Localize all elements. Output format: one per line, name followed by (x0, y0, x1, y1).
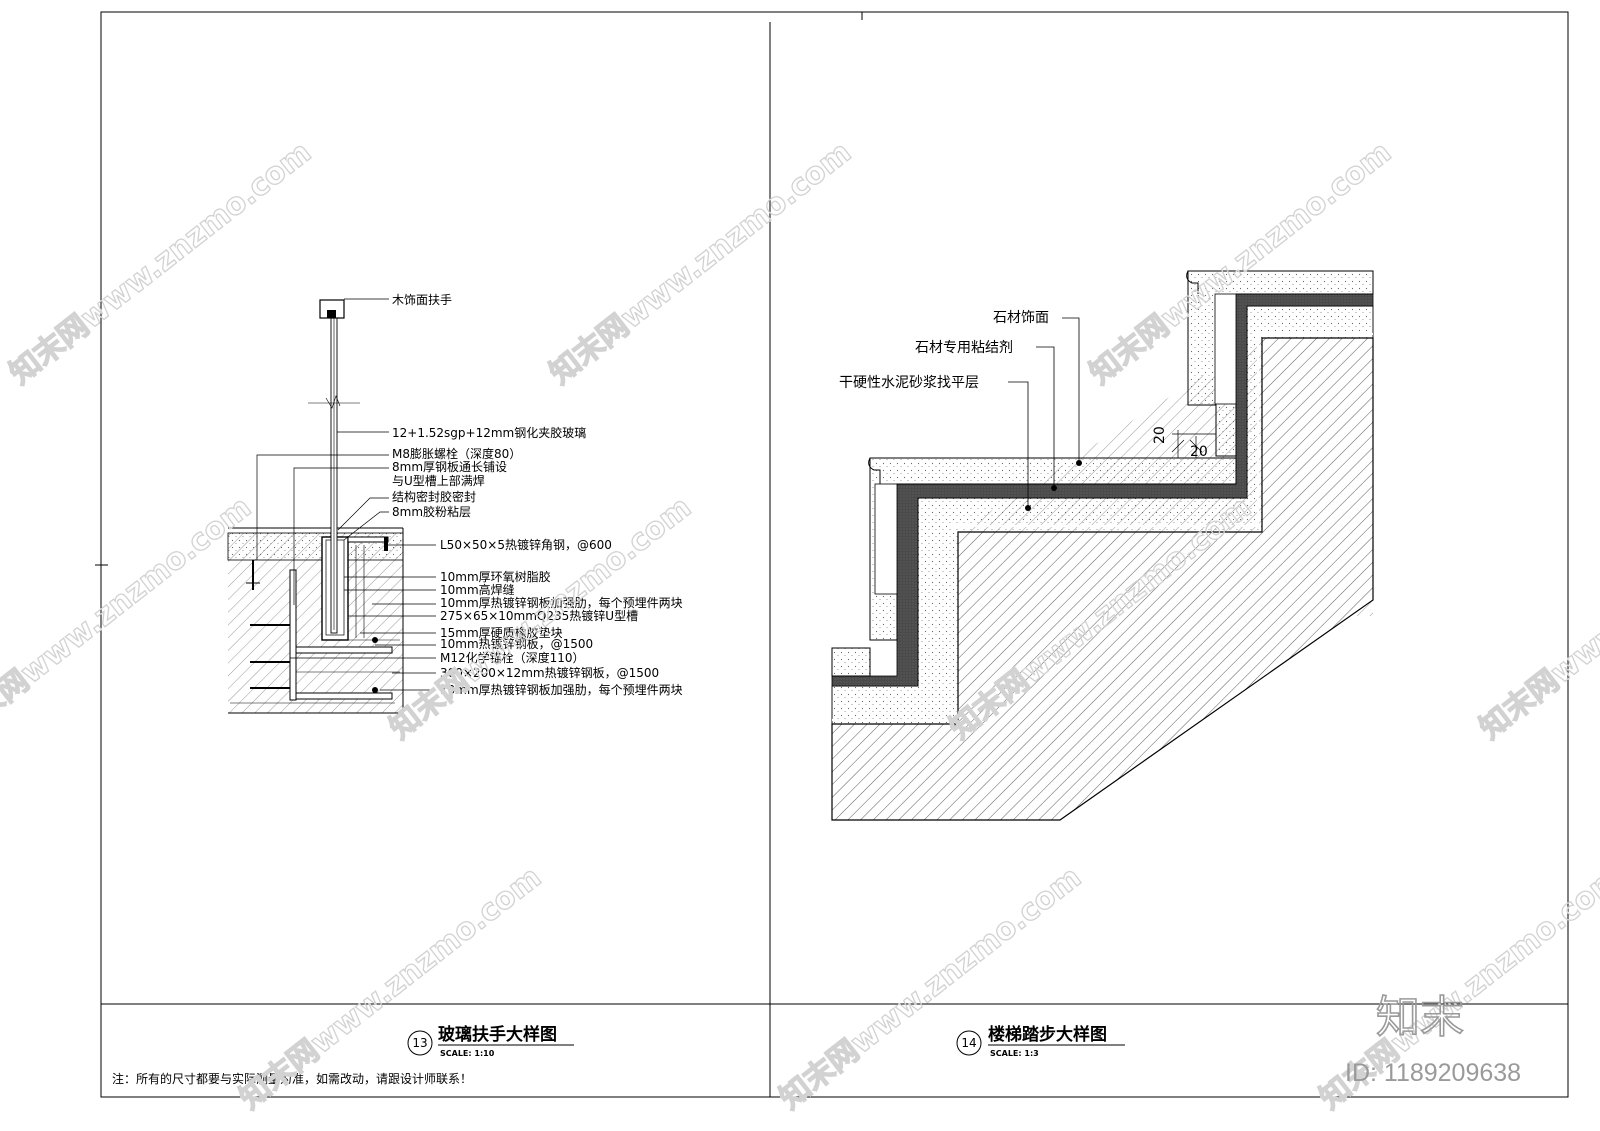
label-wood-handrail: 木饰面扶手 (392, 292, 452, 307)
label-weld: 10mm高焊缝 (440, 582, 515, 597)
title-block-13: 13 玻璃扶手大样图 SCALE: 1:10 (407, 1024, 574, 1058)
title-block-14: 14 楼梯踏步大样图 SCALE: 1:3 (956, 1024, 1125, 1058)
dimension-tread: 20 (1190, 444, 1208, 460)
label-steel-plate-weld: 与U型槽上部满焊 (392, 473, 485, 488)
watermark-text: 知末网www.znzmo.com (0, 490, 258, 747)
label-steel-plate: 8mm厚钢板通长铺设 (392, 460, 507, 474)
label-steel-plate-1500: 10mm热镀锌钢板，@1500 (440, 637, 593, 651)
label-m12-anchor: M12化学锚栓（深度110） (440, 650, 585, 665)
sheet-frame (95, 11, 1569, 1098)
label-sealant: 结构密封胶密封 (392, 489, 476, 504)
detail-scale-13: SCALE: 1:10 (440, 1049, 495, 1058)
glass-handrail-detail: 木饰面扶手 12+1.52sgp+12mm钢化夹胶玻璃 M8膨胀螺栓（深度80）… (227, 292, 683, 714)
watermark-text: 知末网www.znzmo.com (3, 135, 318, 392)
label-rubber-pad: 15mm厚硬质橡胶垫块 (440, 625, 563, 640)
dimension-riser: 20 (1152, 426, 1168, 444)
watermark-text: 知末网www.znzmo.com (773, 860, 1088, 1117)
label-u-channel: 275×65×10mmQ235热镀锌U型槽 (440, 609, 638, 623)
label-mortar-leveling: 干硬性水泥砂浆找平层 (839, 375, 979, 391)
label-stone-adhesive: 石材专用粘结剂 (915, 340, 1013, 356)
detail-title-13: 玻璃扶手大样图 (438, 1024, 557, 1045)
label-rib-plate-bottom: 10mm厚热镀锌钢板加强肋，每个预埋件两块 (440, 682, 683, 697)
watermark-text: 知末网www.znzmo.com (1473, 490, 1600, 747)
detail-scale-14: SCALE: 1:3 (990, 1049, 1039, 1058)
detail-title-14: 楼梯踏步大样图 (988, 1024, 1107, 1045)
label-m8-bolt: M8膨胀螺栓（深度80） (392, 446, 521, 461)
stair-tread-detail: 20 20 石材饰面 石材专用粘结剂 干硬性水泥砂浆找平层 (831, 270, 1374, 821)
general-note: 注：所有的尺寸都要与实际测量为准，如需改动，请跟设计师联系！ (112, 1071, 472, 1086)
label-embedded-plate: 300×200×12mm热镀锌钢板，@1500 (440, 666, 659, 680)
label-laminated-glass: 12+1.52sgp+12mm钢化夹胶玻璃 (392, 425, 586, 440)
watermark-text: 知末网www.znzmo.com (383, 490, 698, 747)
detail-number-14: 14 (961, 1036, 976, 1050)
label-stone-facing: 石材饰面 (993, 310, 1049, 326)
watermark-text: 知末网www.znzmo.com (543, 135, 858, 392)
label-rib-plate-top: 10mm厚热镀锌钢板加强肋，每个预埋件两块 (440, 595, 683, 610)
label-epoxy: 10mm厚环氧树脂胶 (440, 569, 551, 584)
watermark-logo: 知末 (1376, 992, 1464, 1043)
watermark-id: ID: 1189209638 (1345, 1059, 1521, 1087)
label-angle-steel: L50×50×5热镀锌角钢，@600 (440, 538, 612, 552)
detail-number-13: 13 (412, 1036, 427, 1050)
label-adhesive-layer: 8mm胶粉粘层 (392, 504, 471, 519)
